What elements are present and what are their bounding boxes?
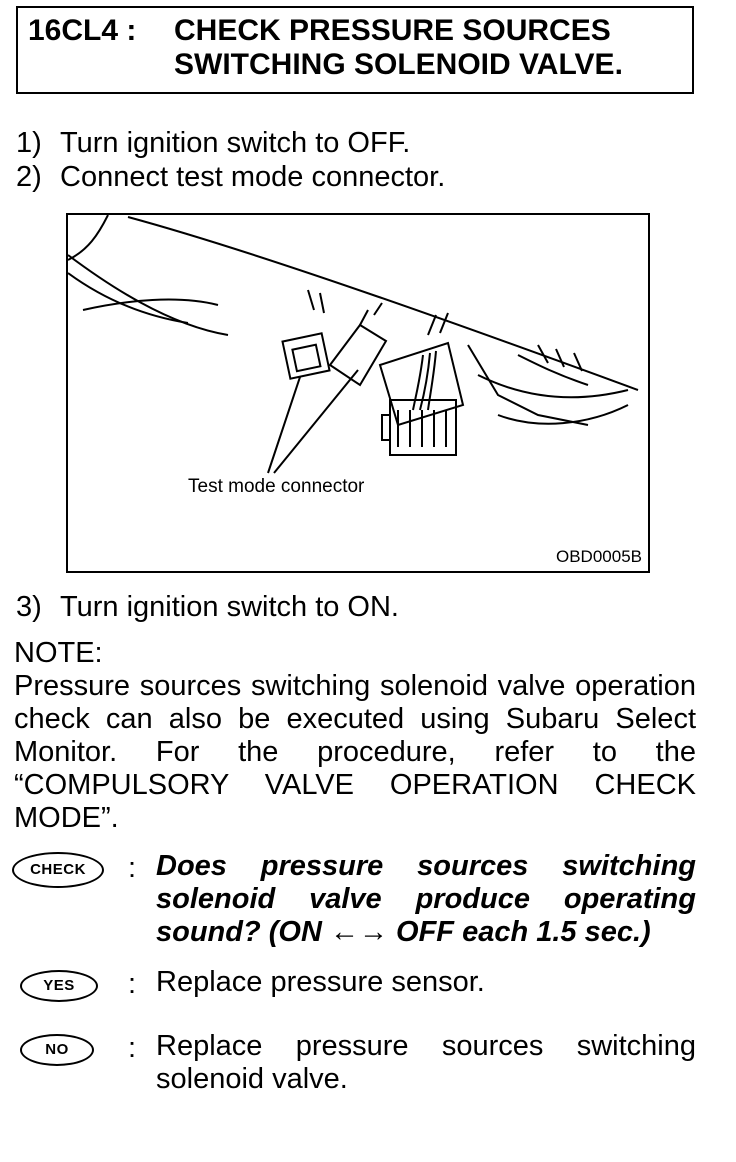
step-1-text: Turn ignition switch to OFF. [60, 127, 411, 159]
section-title: CHECK PRESSURE SOURCES SWITCHING SOLENOI… [174, 14, 623, 82]
step-2-number: 2) [16, 161, 42, 193]
yes-colon: : [128, 968, 137, 1000]
note-heading: NOTE: [14, 637, 103, 669]
connector-illustration: Test mode connector OBD0005B [66, 213, 650, 573]
step-1-number: 1) [16, 127, 42, 159]
connector-drawing [68, 215, 639, 474]
note-body: Pressure sources switching solenoid valv… [14, 670, 696, 834]
figure-label: Test mode connector [188, 476, 365, 497]
no-badge: NO [20, 1034, 94, 1066]
yes-badge: YES [20, 970, 98, 1002]
step-2: 2) Connect test mode connector. [16, 160, 445, 194]
step-3: 3) Turn ignition switch to ON. [16, 590, 399, 624]
step-3-text: Turn ignition switch to ON. [60, 591, 399, 623]
step-1: 1) Turn ignition switch to OFF. [16, 126, 410, 160]
section-title-line-1: CHECK PRESSURE SOURCES [174, 14, 611, 47]
no-answer: Replace pressure sources switching solen… [156, 1030, 696, 1095]
no-colon: : [128, 1032, 137, 1064]
section-title-line-2: SWITCHING SOLENOID VALVE. [174, 48, 623, 81]
step-3-number: 3) [16, 591, 42, 623]
figure-code: OBD0005B [556, 547, 642, 566]
check-question: Does pressure sources switching solenoid… [156, 850, 696, 948]
section-code: 16CL4 : [28, 14, 137, 47]
yes-answer: Replace pressure sensor. [156, 966, 485, 998]
step-2-text: Connect test mode connector. [60, 161, 446, 193]
section-title-box: 16CL4 : CHECK PRESSURE SOURCES SWITCHING… [16, 6, 694, 94]
check-colon: : [128, 852, 137, 884]
check-badge: CHECK [12, 852, 104, 888]
